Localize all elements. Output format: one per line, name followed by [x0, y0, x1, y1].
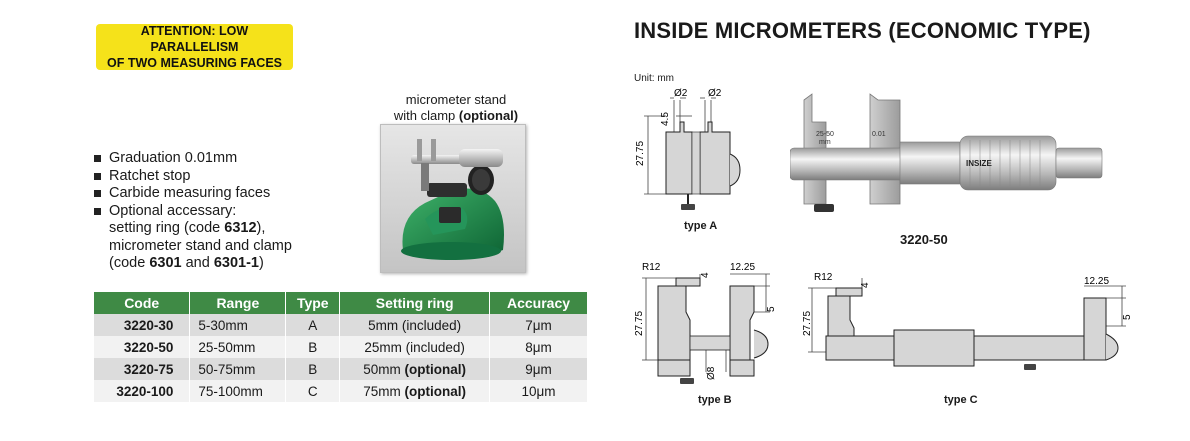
model-caption: 3220-50 [900, 232, 948, 247]
stand-prefix: (code [109, 255, 150, 271]
feature-carbide-faces: Carbide measuring faces [94, 185, 292, 203]
stand-caption-prefix: with clamp [393, 108, 459, 123]
unit-label: Unit: mm [634, 73, 674, 84]
dim-4-b: 4 [700, 272, 711, 278]
table-row: 3220-50 25-50mm B 25mm (included) 8μm [94, 336, 588, 358]
stand-code-2: 6301-1 [213, 255, 259, 271]
ring-text: 25mm (included) [364, 339, 465, 355]
ring-text: 5mm (included) [368, 317, 462, 333]
cell-setting-ring: 75mm (optional) [339, 380, 491, 402]
cell-type: B [285, 336, 341, 358]
cell-code: 3220-30 [94, 314, 191, 336]
table-header-row: Code Range Type Setting ring Accuracy [94, 292, 588, 314]
cell-accuracy: 9μm [489, 358, 588, 380]
table-row: 3220-100 75-100mm C 75mm (optional) 10μm [94, 380, 588, 402]
stand-and: and [181, 255, 214, 271]
cell-setting-ring: 5mm (included) [339, 314, 491, 336]
type-a-caption: type A [684, 220, 718, 232]
col-header-code: Code [94, 292, 191, 314]
feature-graduation: Graduation 0.01mm [94, 150, 292, 168]
feature-optional-accessary: Optional accessary: [94, 203, 292, 221]
micrometer-3220-50-illustration: 25-50 mm 0.01 INSIZE [790, 93, 1103, 212]
cell-setting-ring: 50mm (optional) [339, 358, 491, 380]
cell-code: 3220-50 [94, 336, 191, 358]
cell-code: 3220-100 [94, 380, 191, 402]
cell-type: A [285, 314, 341, 336]
dim-4-c: 4 [860, 282, 871, 288]
ring-optional: (optional) [404, 361, 466, 377]
feature-ratchet: Ratchet stop [94, 168, 292, 186]
ring-suffix: ), [256, 220, 266, 236]
attention-line-1: ATTENTION: LOW PARALLELISM [140, 24, 249, 54]
feature-stand-clamp: micrometer stand and clamp [109, 237, 292, 254]
table-row: 3220-30 5-30mm A 5mm (included) 7μm [94, 314, 588, 336]
table-row: 3220-75 50-75mm B 50mm (optional) 9μm [94, 358, 588, 380]
type-b-drawing: R12 4 12.25 5 27.75 Ø8 [634, 262, 777, 384]
dim-27-75-c: 27.75 [802, 311, 813, 336]
attention-line-2: OF TWO MEASURING FACES [107, 56, 282, 70]
features-list: Graduation 0.01mm Ratchet stop Carbide m… [94, 150, 292, 273]
stand-caption: micrometer stand with clamp (optional) [372, 92, 540, 124]
feature-setting-ring: setting ring (code 6312), [94, 220, 292, 238]
ring-code: 6312 [224, 220, 257, 236]
range-mark: 25-50 [816, 131, 834, 138]
col-header-setting-ring: Setting ring [339, 292, 491, 314]
stand-caption-line-2: with clamp (optional) [372, 108, 540, 124]
dim-12-25-c: 12.25 [1084, 276, 1109, 287]
cell-range: 50-75mm [189, 358, 287, 380]
dim-27-75-b: 27.75 [634, 311, 645, 336]
stand-suffix: ) [258, 255, 264, 271]
cell-range: 75-100mm [189, 380, 287, 402]
cell-accuracy: 10μm [489, 380, 588, 402]
resolution-mark: 0.01 [872, 131, 886, 138]
col-header-range: Range [189, 292, 287, 314]
cell-range: 5-30mm [189, 314, 287, 336]
dim-d2-right: Ø2 [708, 88, 722, 99]
cell-accuracy: 7μm [489, 314, 588, 336]
cell-code: 3220-75 [94, 358, 191, 380]
dim-12-25-b: 12.25 [730, 262, 755, 273]
col-header-type: Type [285, 292, 341, 314]
brand-mark: INSIZE [966, 159, 992, 168]
cell-accuracy: 8μm [489, 336, 588, 358]
ring-prefix: setting ring (code [109, 220, 225, 236]
feature-stand-codes: (code 6301 and 6301-1) [94, 255, 292, 273]
dim-r12-b: R12 [642, 262, 661, 273]
dim-4-5: 4.5 [660, 112, 671, 126]
dim-r12-c: R12 [814, 272, 833, 283]
type-a-drawing: Ø2 Ø2 4.5 27.75 [635, 88, 741, 210]
dim-5-b: 5 [766, 306, 777, 312]
spec-table: Code Range Type Setting ring Accuracy 32… [94, 292, 588, 402]
page-title: INSIDE MICROMETERS (ECONOMIC TYPE) [634, 18, 1091, 43]
dim-27-75-a: 27.75 [635, 141, 646, 166]
dim-d8-b: Ø8 [706, 366, 717, 380]
cell-setting-ring: 25mm (included) [339, 336, 491, 358]
ring-text: 50mm [363, 361, 405, 377]
stand-caption-optional: (optional) [458, 108, 519, 123]
cell-type: B [285, 358, 341, 380]
ring-text: 75mm [363, 383, 405, 399]
dim-d2-left: Ø2 [674, 88, 688, 99]
type-b-caption: type B [698, 394, 732, 406]
stand-photo [380, 124, 526, 273]
cell-type: C [285, 380, 341, 402]
cell-range: 25-50mm [189, 336, 287, 358]
type-c-drawing: R12 4 12.25 5 27.75 [802, 272, 1132, 370]
col-header-accuracy: Accuracy [489, 292, 588, 314]
stand-code-1: 6301 [149, 255, 182, 271]
dim-5-c: 5 [1122, 314, 1132, 320]
ring-optional: (optional) [404, 383, 466, 399]
attention-box: ATTENTION: LOW PARALLELISM OF TWO MEASUR… [96, 24, 293, 70]
type-c-caption: type C [944, 394, 978, 406]
stand-caption-line-1: micrometer stand [405, 92, 507, 107]
unit-mark: mm [819, 139, 831, 146]
micrometer-stand-illustration [381, 125, 525, 272]
